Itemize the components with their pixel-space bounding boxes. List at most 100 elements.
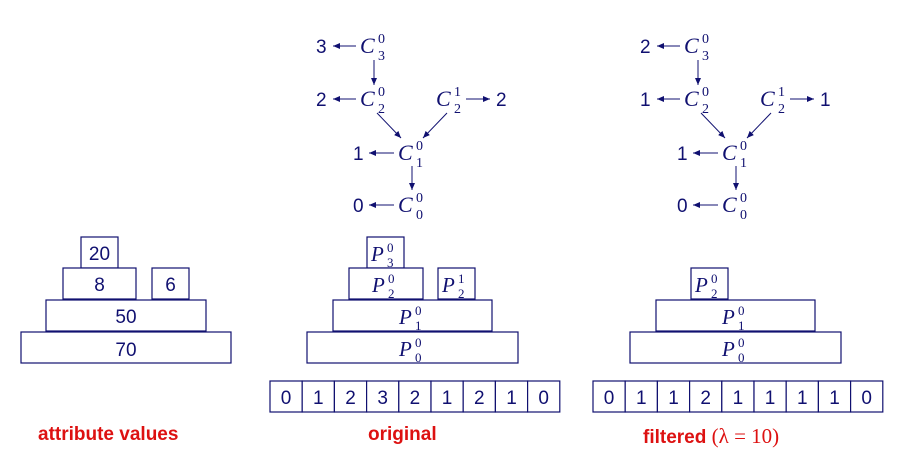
filtered-array-value: 1 bbox=[636, 388, 647, 409]
node-sub: 0 bbox=[740, 208, 747, 223]
node-sub: 2 bbox=[454, 102, 461, 117]
attr-value-6: 6 bbox=[165, 275, 176, 296]
original-node-c2b: C 1 2 2 bbox=[436, 85, 507, 117]
attr-value-50: 50 bbox=[115, 307, 136, 328]
node-sub: 1 bbox=[740, 156, 747, 171]
box-sub: 2 bbox=[458, 286, 465, 301]
original-array-value: 1 bbox=[442, 388, 453, 409]
original-node-c2: C 0 2 2 bbox=[316, 85, 385, 117]
filtered-array-value: 2 bbox=[700, 388, 711, 409]
filtered-value-c2b: 1 bbox=[820, 90, 831, 111]
filtered-array-cell: 1 bbox=[656, 380, 691, 413]
filtered-array-value: 1 bbox=[668, 388, 679, 409]
original-array-cell: 2 bbox=[462, 380, 497, 413]
box-base: P bbox=[441, 273, 455, 297]
filtered-array-value: 0 bbox=[861, 388, 872, 409]
original-value-c0: 0 bbox=[353, 196, 364, 217]
filtered-node-c2: C 0 2 1 bbox=[640, 85, 709, 117]
original-panel: C 0 3 3 C 0 2 2 C 1 2 2 bbox=[269, 32, 561, 413]
attr-box-8: 8 bbox=[62, 267, 137, 300]
original-array-cell: 2 bbox=[398, 380, 432, 413]
filtered-value-c0: 0 bbox=[677, 196, 688, 217]
filtered-array-cell: 1 bbox=[753, 380, 787, 413]
node-sub: 2 bbox=[778, 102, 785, 117]
box-sub: 3 bbox=[387, 255, 394, 270]
filtered-array-value: 1 bbox=[797, 388, 808, 409]
filtered-value-c3: 2 bbox=[640, 37, 651, 58]
original-array-value: 2 bbox=[474, 388, 485, 409]
original-array-value: 1 bbox=[313, 388, 324, 409]
node-sup: 1 bbox=[778, 85, 785, 100]
filtered-node-c2b: C 1 2 1 bbox=[760, 85, 831, 117]
filtered-array-value: 1 bbox=[765, 388, 776, 409]
filtered-panel: C 0 3 2 C 0 2 1 C 1 2 1 bbox=[592, 32, 884, 413]
original-node-c1: C 0 1 1 bbox=[353, 139, 423, 171]
box-sup: 0 bbox=[387, 240, 394, 255]
node-base: C bbox=[398, 192, 413, 217]
caption-original: original bbox=[368, 424, 437, 445]
box-base: P bbox=[370, 242, 384, 266]
filtered-array-value: 1 bbox=[733, 388, 744, 409]
original-array-value: 3 bbox=[377, 388, 388, 409]
node-sub: 0 bbox=[416, 208, 423, 223]
box-sup: 0 bbox=[388, 271, 395, 286]
box-sub: 0 bbox=[738, 350, 745, 365]
box-base: P bbox=[371, 273, 385, 297]
node-base: C bbox=[722, 140, 737, 165]
original-box-p2: P 0 2 bbox=[348, 267, 424, 301]
box-base: P bbox=[398, 305, 412, 329]
original-array-cell: 1 bbox=[494, 380, 529, 413]
node-sub: 2 bbox=[702, 102, 709, 117]
node-sup: 1 bbox=[454, 85, 461, 100]
filtered-array-cell: 1 bbox=[624, 380, 659, 413]
node-base: C bbox=[360, 86, 375, 111]
node-base: C bbox=[684, 86, 699, 111]
node-base: C bbox=[760, 86, 775, 111]
filtered-tree: C 0 3 2 C 0 2 1 C 1 2 1 bbox=[640, 32, 831, 223]
original-box-p2b: P 1 2 bbox=[437, 267, 476, 301]
node-base: C bbox=[684, 33, 699, 58]
original-box-p1: P 0 1 bbox=[332, 299, 493, 333]
caption-filtered: filtered (λ = 10) bbox=[643, 424, 779, 449]
original-array-cell: 2 bbox=[333, 380, 368, 413]
original-array-value: 2 bbox=[345, 388, 356, 409]
original-box-p0: P 0 0 bbox=[306, 331, 519, 365]
node-sup: 0 bbox=[702, 85, 709, 100]
filtered-array-cell: 1 bbox=[817, 380, 852, 413]
box-sup: 0 bbox=[738, 335, 745, 350]
filtered-value-c1: 1 bbox=[677, 144, 688, 165]
attr-box-6: 6 bbox=[151, 267, 190, 300]
original-array-value: 0 bbox=[281, 388, 292, 409]
caption-filtered-lambda: (λ = 10) bbox=[711, 424, 780, 448]
box-sub: 1 bbox=[738, 318, 745, 333]
attr-value-8: 8 bbox=[94, 275, 105, 296]
box-base: P bbox=[398, 337, 412, 361]
attr-box-70: 70 bbox=[20, 331, 232, 364]
node-base: C bbox=[436, 86, 451, 111]
node-sup: 0 bbox=[416, 139, 423, 154]
original-array-cell: 0 bbox=[269, 380, 303, 413]
caption-attribute-values: attribute values bbox=[38, 424, 179, 445]
box-sup: 0 bbox=[711, 271, 718, 286]
filtered-array-cell: 1 bbox=[721, 380, 755, 413]
node-sub: 3 bbox=[702, 49, 709, 64]
node-sub: 1 bbox=[416, 156, 423, 171]
filtered-node-c0: C 0 0 0 bbox=[677, 191, 747, 223]
node-sup: 0 bbox=[378, 32, 385, 47]
node-base: C bbox=[722, 192, 737, 217]
filtered-array-value: 0 bbox=[604, 388, 615, 409]
node-sup: 0 bbox=[740, 191, 747, 206]
original-array-value: 2 bbox=[410, 388, 421, 409]
box-sup: 0 bbox=[415, 303, 422, 318]
original-tree: C 0 3 3 C 0 2 2 C 1 2 2 bbox=[316, 32, 507, 223]
filtered-array-cell: 0 bbox=[592, 380, 626, 413]
original-array-cell: 3 bbox=[366, 380, 400, 413]
filtered-node-c3: C 0 3 2 bbox=[640, 32, 709, 64]
filtered-array-cell: 2 bbox=[688, 380, 723, 413]
original-array-cell: 0 bbox=[526, 380, 561, 413]
box-sup: 0 bbox=[415, 335, 422, 350]
node-sup: 0 bbox=[378, 85, 385, 100]
